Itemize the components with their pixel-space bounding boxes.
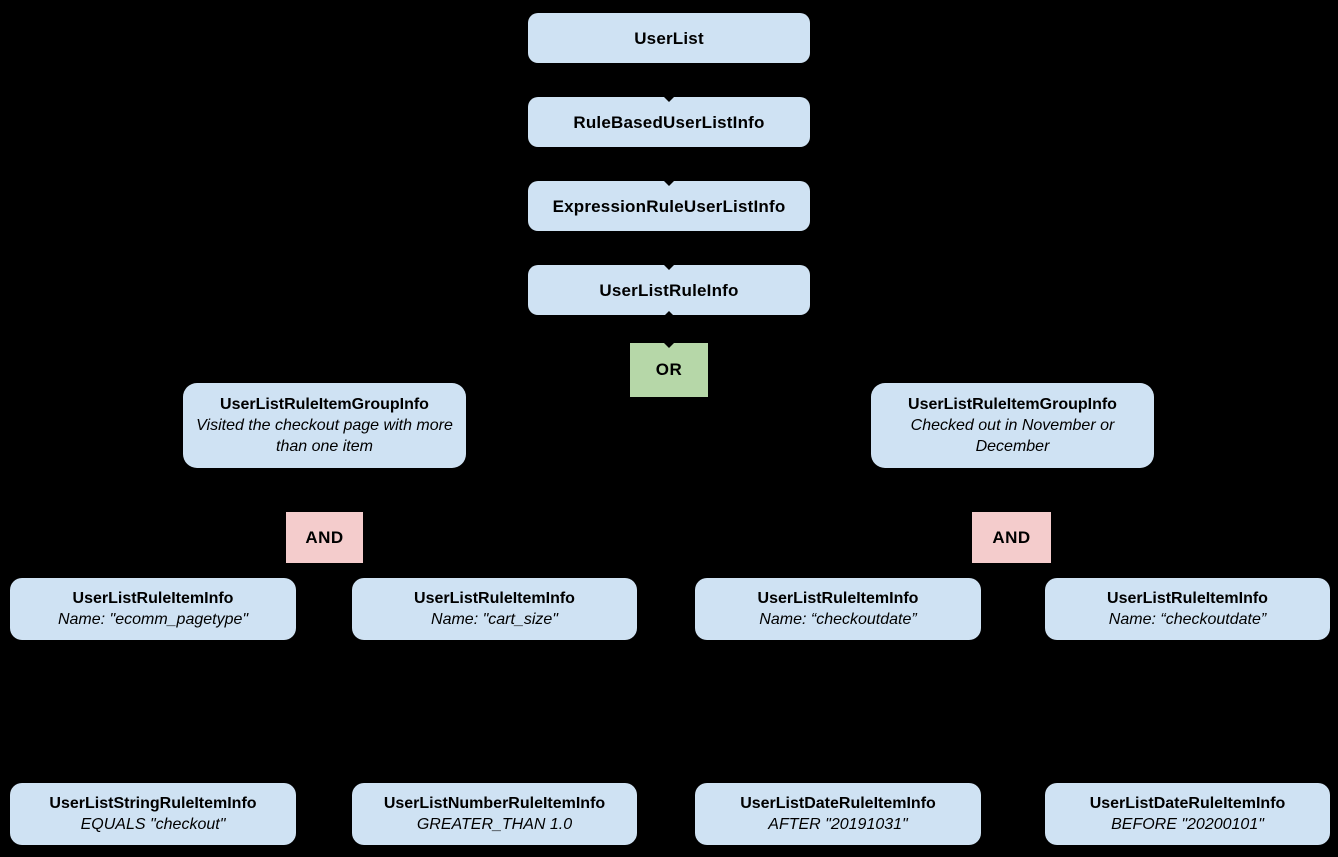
node-leaf-dateruleiteminfo-after: UserListDateRuleItemInfo AFTER "20191031…: [695, 783, 981, 845]
node-userlistruleinfo: UserListRuleInfo: [528, 264, 810, 316]
leaf-title: UserListNumberRuleItemInfo: [383, 795, 606, 812]
node-leaf-stringruleiteminfo: UserListStringRuleItemInfo EQUALS "check…: [10, 783, 296, 845]
group-right-description: Checked out in November or December: [910, 417, 1115, 455]
node-expressionruleuserlistinfo: ExpressionRuleUserListInfo: [528, 180, 810, 231]
connector-arrowhead-icon: [663, 342, 675, 348]
ruleitem-title: UserListRuleItemInfo: [72, 590, 234, 607]
node-userlistruleinfo-label: UserListRuleInfo: [599, 280, 739, 300]
node-expressionruleuserlistinfo-label: ExpressionRuleUserListInfo: [552, 196, 786, 216]
ruleitem-title: UserListRuleItemInfo: [757, 590, 919, 607]
node-ruleitem-cart-size: UserListRuleItemInfo Name: "cart_size": [352, 578, 637, 640]
connector-arrowhead-icon: [663, 264, 675, 270]
leaf-detail: AFTER "20191031": [768, 816, 908, 833]
leaf-detail: BEFORE "20200101": [1111, 816, 1264, 833]
operator-or: OR: [630, 342, 708, 397]
operator-and-left: AND: [286, 512, 363, 563]
group-left-description: Visited the checkout page with more than…: [196, 417, 453, 455]
ruleitem-detail: Name: “checkoutdate”: [759, 611, 917, 628]
ruleitem-detail: Name: "ecomm_pagetype": [57, 611, 249, 628]
node-ruleitem-checkoutdate-1: UserListRuleItemInfo Name: “checkoutdate…: [695, 578, 981, 640]
node-leaf-dateruleiteminfo-before: UserListDateRuleItemInfo BEFORE "2020010…: [1045, 783, 1330, 845]
leaf-detail: GREATER_THAN 1.0: [416, 816, 573, 833]
leaf-title: UserListStringRuleItemInfo: [49, 795, 257, 812]
connector-arrowhead-icon: [663, 180, 675, 186]
ruleitem-detail: Name: “checkoutdate”: [1108, 611, 1267, 628]
group-left-title: UserListRuleItemGroupInfo: [220, 396, 429, 413]
node-rulebaseduserlistinfo: RuleBasedUserListInfo: [528, 96, 810, 147]
node-group-right: UserListRuleItemGroupInfo Checked out in…: [871, 383, 1154, 468]
leaf-title: UserListDateRuleItemInfo: [1089, 795, 1286, 812]
node-rulebaseduserlistinfo-label: RuleBasedUserListInfo: [573, 112, 765, 132]
operator-and-right-label: AND: [992, 527, 1031, 547]
node-userlist-label: UserList: [634, 28, 704, 48]
ruleitem-title: UserListRuleItemInfo: [414, 590, 575, 607]
leaf-title: UserListDateRuleItemInfo: [740, 795, 936, 812]
group-right-title: UserListRuleItemGroupInfo: [908, 396, 1117, 413]
node-userlist: UserList: [528, 13, 810, 63]
leaf-detail: EQUALS "checkout": [80, 816, 226, 833]
ruleitem-title: UserListRuleItemInfo: [1107, 590, 1268, 607]
operator-or-label: OR: [655, 360, 683, 379]
node-group-left: UserListRuleItemGroupInfo Visited the ch…: [183, 383, 466, 468]
operator-and-right: AND: [972, 512, 1051, 563]
connector-line-icon: [664, 311, 674, 316]
ruleitem-detail: Name: "cart_size": [431, 611, 558, 628]
connector-arrowhead-icon: [663, 96, 675, 102]
operator-and-left-label: AND: [305, 527, 344, 547]
node-ruleitem-ecomm-pagetype: UserListRuleItemInfo Name: "ecomm_pagety…: [10, 578, 296, 640]
node-ruleitem-checkoutdate-2: UserListRuleItemInfo Name: “checkoutdate…: [1045, 578, 1330, 640]
node-leaf-numberruleiteminfo: UserListNumberRuleItemInfo GREATER_THAN …: [352, 783, 637, 845]
